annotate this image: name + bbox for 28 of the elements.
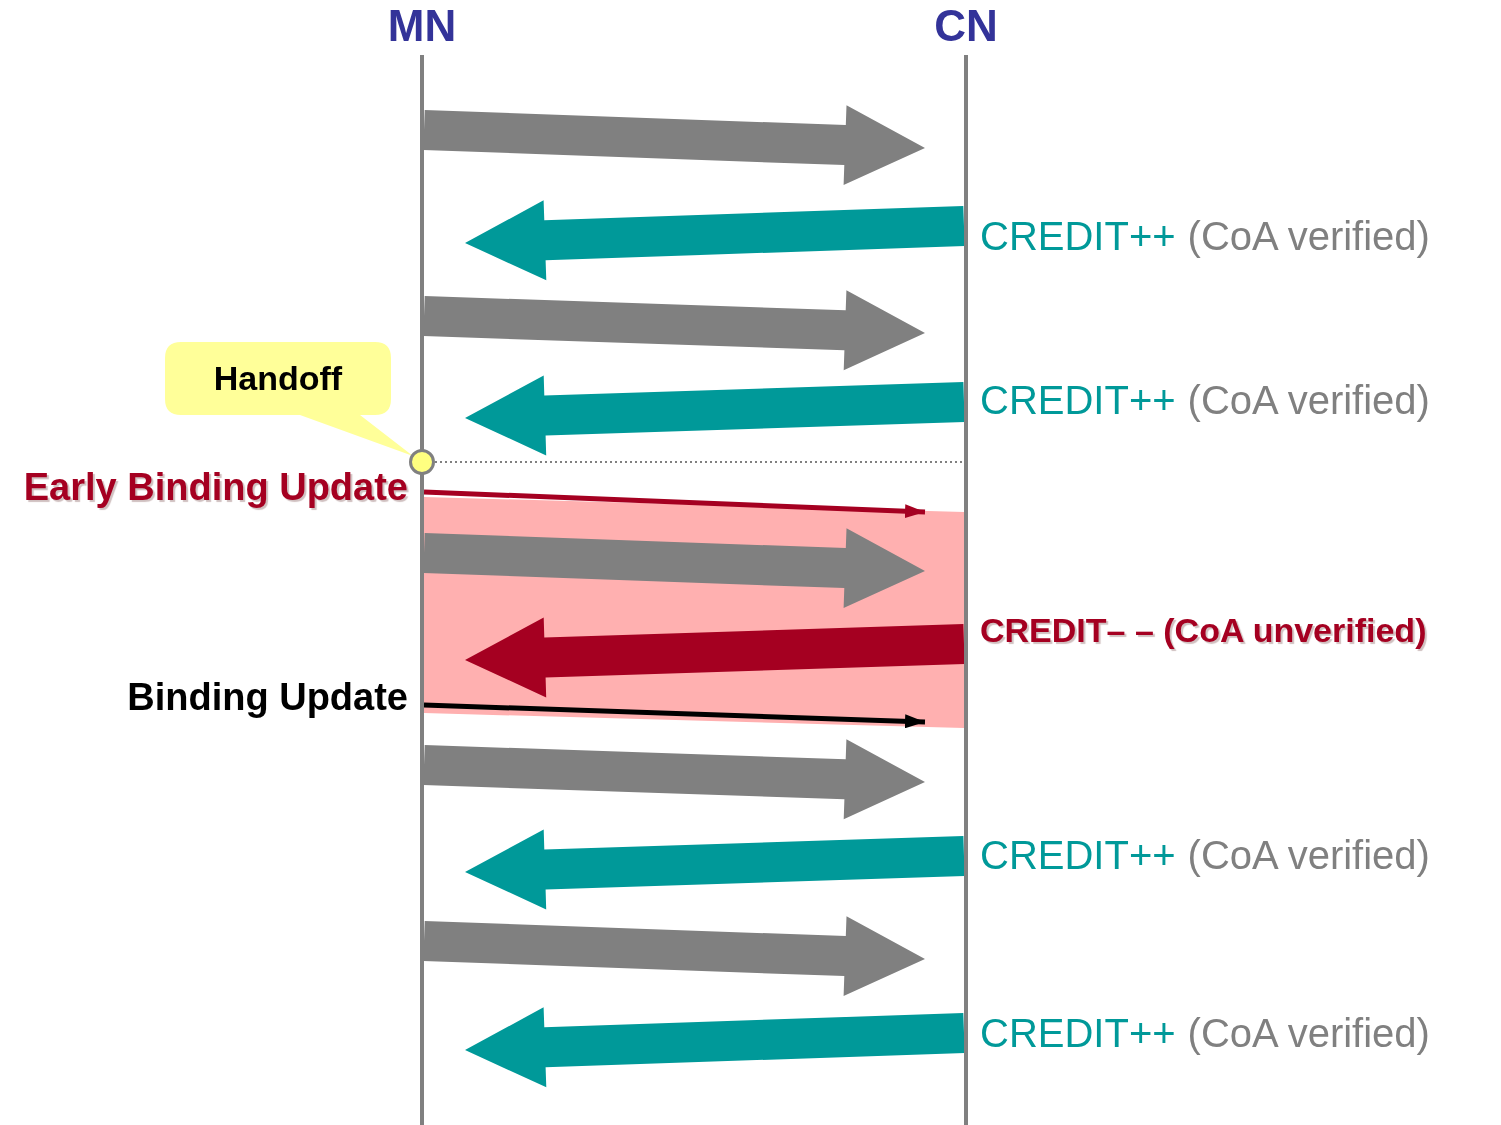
status-note: (CoA verified) — [1187, 833, 1430, 877]
lifeline-label: MN — [387, 1, 457, 51]
status-note: (CoA verified) — [1187, 378, 1430, 422]
status-note: (CoA verified) — [1187, 214, 1430, 258]
credit-label: CREDIT++ — [980, 378, 1176, 422]
message-arrow — [465, 1007, 965, 1088]
message-arrow — [423, 105, 925, 186]
message-arrow — [423, 739, 925, 820]
message-arrow — [465, 200, 965, 281]
message-arrow — [423, 290, 925, 371]
callout-text: Handoff — [212, 358, 344, 399]
message-label: Early Binding Update — [23, 465, 408, 509]
message-arrow — [465, 829, 965, 910]
credit-label: CREDIT++ — [980, 1011, 1176, 1055]
credit-label: CREDIT++ — [980, 833, 1176, 877]
message-label: Binding Update — [127, 675, 408, 719]
message-arrow — [423, 528, 925, 609]
message-arrow — [465, 375, 965, 456]
status-note: (CoA verified) — [1187, 1011, 1430, 1055]
message-arrow — [423, 489, 926, 519]
message-arrow — [465, 617, 965, 698]
credit-label: CREDIT– – (CoA unverified) — [980, 610, 1427, 651]
message-arrow — [423, 702, 926, 729]
lifeline-label: CN — [934, 1, 998, 51]
event-marker — [409, 449, 435, 475]
credit-label: CREDIT++ — [980, 214, 1176, 258]
dotted-line — [434, 461, 965, 463]
message-arrow — [423, 916, 925, 997]
